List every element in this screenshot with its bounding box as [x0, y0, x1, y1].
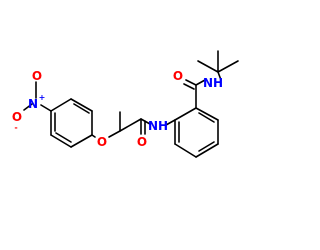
nitro-plus-charge: + — [39, 93, 46, 102]
bond — [91, 134, 96, 138]
bond — [195, 143, 219, 158]
double-bond-line — [198, 112, 215, 123]
bond — [197, 60, 219, 73]
bond — [217, 60, 239, 73]
double-bond-line — [183, 83, 195, 90]
ether-oxygen-label: O — [97, 135, 107, 149]
bond — [185, 79, 197, 86]
oxygen-minus-charge: - — [14, 123, 17, 132]
double-bonds — [54, 79, 215, 152]
bonds — [23, 50, 239, 158]
bond — [195, 107, 219, 121]
amide-nh-label-lower: NH — [148, 119, 168, 133]
amide-oxygen-label-upper: O — [173, 69, 183, 83]
double-bond-line — [73, 103, 90, 114]
nitro-oxygen-bottom-label: O — [12, 110, 22, 124]
amide-oxygen-label-lower: O — [137, 135, 147, 149]
bond — [119, 118, 142, 132]
bond — [23, 103, 33, 111]
molecule-structure: N + O O - O O NH O NH — [12, 50, 239, 158]
bond — [108, 130, 121, 138]
bond — [50, 134, 72, 148]
double-bond-line — [198, 141, 215, 152]
bond — [50, 98, 72, 112]
nitro-nitrogen-label: N — [28, 97, 38, 111]
bond — [174, 107, 197, 121]
bond — [174, 143, 197, 158]
amide-nh-label-upper: NH — [203, 76, 223, 90]
atom-labels: N + O O - O O NH O NH — [12, 69, 223, 149]
bond — [217, 71, 222, 81]
bond — [40, 104, 52, 112]
nitro-oxygen-top-label: O — [32, 69, 42, 83]
bond — [70, 98, 93, 112]
bond — [195, 79, 206, 86]
double-bond-line — [55, 132, 72, 143]
bond — [70, 134, 93, 148]
bond — [165, 119, 176, 126]
